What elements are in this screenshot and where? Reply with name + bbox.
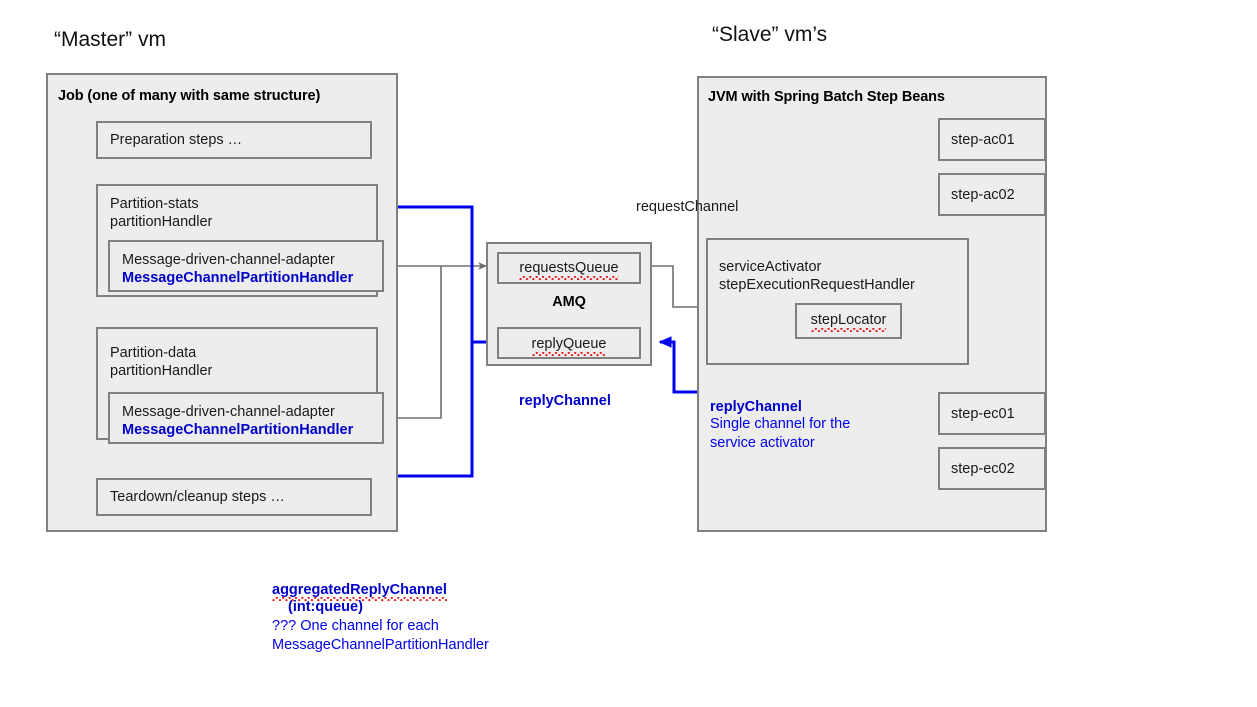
aggregated-reply-channel-annotation: aggregatedReplyChannel (int:queue) ??? O…: [272, 582, 489, 655]
job-header: Job (one of many with same structure): [58, 88, 321, 104]
step-bean-label-ac02: step-ac02: [951, 187, 1015, 203]
data-adapter-labels: Message-driven-channel-adapter MessageCh…: [122, 403, 353, 439]
partition-data-label-line2: partitionHandler: [110, 363, 213, 379]
reply-channel-label-left: replyChannel: [519, 393, 611, 409]
data-adapter-line1: Message-driven-channel-adapter: [122, 404, 335, 420]
aggregated-reply-channel-desc-line2: MessageChannelPartitionHandler: [272, 637, 489, 653]
step-bean-label-ac01: step-ac01: [951, 132, 1015, 148]
step-locator-text: stepLocator: [810, 312, 887, 332]
reply-channel-annotation: replyChannel Single channel for the serv…: [710, 399, 850, 453]
step-locator-label: stepLocator: [795, 311, 902, 332]
reply-channel-annotation-desc-line2: service activator: [710, 435, 815, 451]
step-bean-label-ec02: step-ec02: [951, 461, 1015, 477]
teardown-steps-label: Teardown/cleanup steps …: [110, 489, 285, 505]
step-bean-box-ec01: [938, 392, 1046, 435]
partition-stats-label: Partition-stats partitionHandler: [110, 195, 212, 231]
master-title: “Master” vm: [54, 28, 166, 51]
aggregated-reply-channel-desc-line1: ??? One channel for each: [272, 618, 439, 634]
partition-stats-label-line1: Partition-stats: [110, 196, 199, 212]
data-adapter-class-name: MessageChannelPartitionHandler: [122, 422, 354, 438]
reply-queue-label: replyQueue: [497, 335, 641, 356]
step-bean-box-ac01: [938, 118, 1046, 161]
aggregated-reply-channel-subtitle: (int:queue): [288, 599, 363, 615]
stats-adapter-class-name: MessageChannelPartitionHandler: [122, 270, 354, 286]
jvm-header: JVM with Spring Batch Step Beans: [708, 89, 945, 105]
reply-channel-annotation-desc-line1: Single channel for the: [710, 416, 851, 432]
preparation-steps-label: Preparation steps …: [110, 132, 243, 148]
slave-title: “Slave” vm’s: [712, 23, 828, 46]
partition-data-label: Partition-data partitionHandler: [110, 344, 212, 380]
teardown-steps-box: [96, 478, 372, 516]
step-bean-box-ac02: [938, 173, 1046, 216]
partition-stats-label-line2: partitionHandler: [110, 214, 213, 230]
preparation-steps-box: [96, 121, 372, 159]
step-bean-box-ec02: [938, 447, 1046, 490]
step-locator-box: [795, 303, 902, 339]
service-activator-box: [706, 238, 969, 365]
data-message-driven-channel-adapter-box: [108, 392, 384, 444]
requests-queue-text: requestsQueue: [519, 260, 619, 280]
service-activator-labels: serviceActivator stepExecutionRequestHan…: [719, 258, 915, 294]
stats-message-driven-channel-adapter-box: [108, 240, 384, 292]
stats-adapter-labels: Message-driven-channel-adapter MessageCh…: [122, 251, 353, 287]
service-activator-line2: stepExecutionRequestHandler: [719, 277, 915, 293]
step-bean-label-ec01: step-ec01: [951, 406, 1015, 422]
aggregated-reply-channel-title: aggregatedReplyChannel: [272, 582, 447, 601]
partition-data-label-line1: Partition-data: [110, 345, 197, 361]
service-activator-line1: serviceActivator: [719, 259, 822, 275]
reply-channel-annotation-title: replyChannel: [710, 399, 802, 415]
amq-label: AMQ: [552, 294, 586, 310]
reply-queue-text: replyQueue: [531, 336, 607, 356]
stats-adapter-line1: Message-driven-channel-adapter: [122, 252, 335, 268]
request-channel-annotation: requestChannel: [636, 199, 739, 215]
requests-queue-label: requestsQueue: [497, 259, 641, 280]
